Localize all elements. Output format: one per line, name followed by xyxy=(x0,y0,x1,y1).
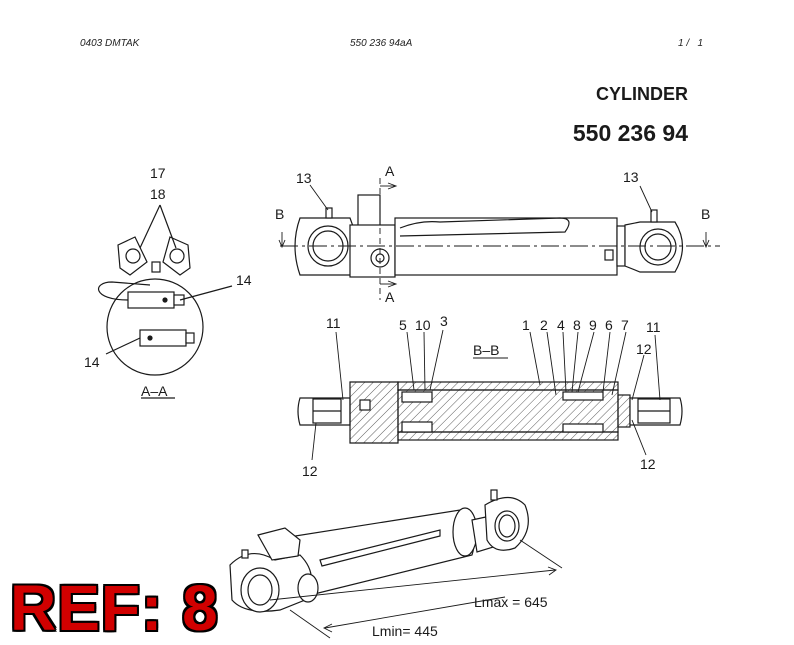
section-view-aa xyxy=(97,204,233,399)
callout-17: 17 xyxy=(150,165,166,181)
callout-7: 7 xyxy=(621,317,629,333)
callout-10: 10 xyxy=(415,317,431,333)
callout-3: 3 xyxy=(440,313,448,329)
callout-12-upper-right: 12 xyxy=(636,341,652,357)
callout-12-left: 12 xyxy=(302,463,318,479)
ref-stamp: REF: 8 xyxy=(10,572,219,644)
callout-14-bottom: 14 xyxy=(84,354,100,370)
callout-1: 1 xyxy=(522,317,530,333)
section-marker-b-left: B xyxy=(275,206,284,222)
callout-9: 9 xyxy=(589,317,597,333)
dimension-lmax: Lmax = 645 xyxy=(474,594,548,610)
cylinder-top-view xyxy=(294,194,684,278)
section-marker-a-top: A xyxy=(385,163,395,179)
callout-14-top: 14 xyxy=(236,272,252,288)
callout-6: 6 xyxy=(605,317,613,333)
callout-4: 4 xyxy=(557,317,565,333)
callout-5: 5 xyxy=(399,317,407,333)
header-center-code: 550 236 94aA xyxy=(350,38,413,49)
callout-2: 2 xyxy=(540,317,548,333)
view-label-bb: B–B xyxy=(473,342,499,358)
dimension-lines xyxy=(269,539,563,639)
section-lines-top xyxy=(278,178,720,300)
header-left-code: 0403 DMTAK xyxy=(80,38,140,49)
callout-11-left: 11 xyxy=(326,315,341,331)
callout-18: 18 xyxy=(150,186,166,202)
callout-13-left: 13 xyxy=(296,170,312,186)
view-label-aa: A–A xyxy=(141,383,168,399)
callout-12-lower-right: 12 xyxy=(640,456,656,472)
callout-11-right: 11 xyxy=(646,319,661,335)
section-marker-a-bottom: A xyxy=(385,289,395,305)
dimension-lmin: Lmin= 445 xyxy=(372,623,438,639)
part-number: 550 236 94 xyxy=(572,120,688,146)
callout-leaders-bb xyxy=(311,329,661,461)
drawing-title: CYLINDER xyxy=(595,84,688,104)
header-page-number: 1 / 1 xyxy=(678,38,704,49)
section-view-bb xyxy=(297,381,683,444)
section-marker-b-right: B xyxy=(701,206,710,222)
cylinder-isometric-view xyxy=(229,489,529,613)
callout-13-right: 13 xyxy=(623,169,639,185)
callout-8: 8 xyxy=(573,317,581,333)
